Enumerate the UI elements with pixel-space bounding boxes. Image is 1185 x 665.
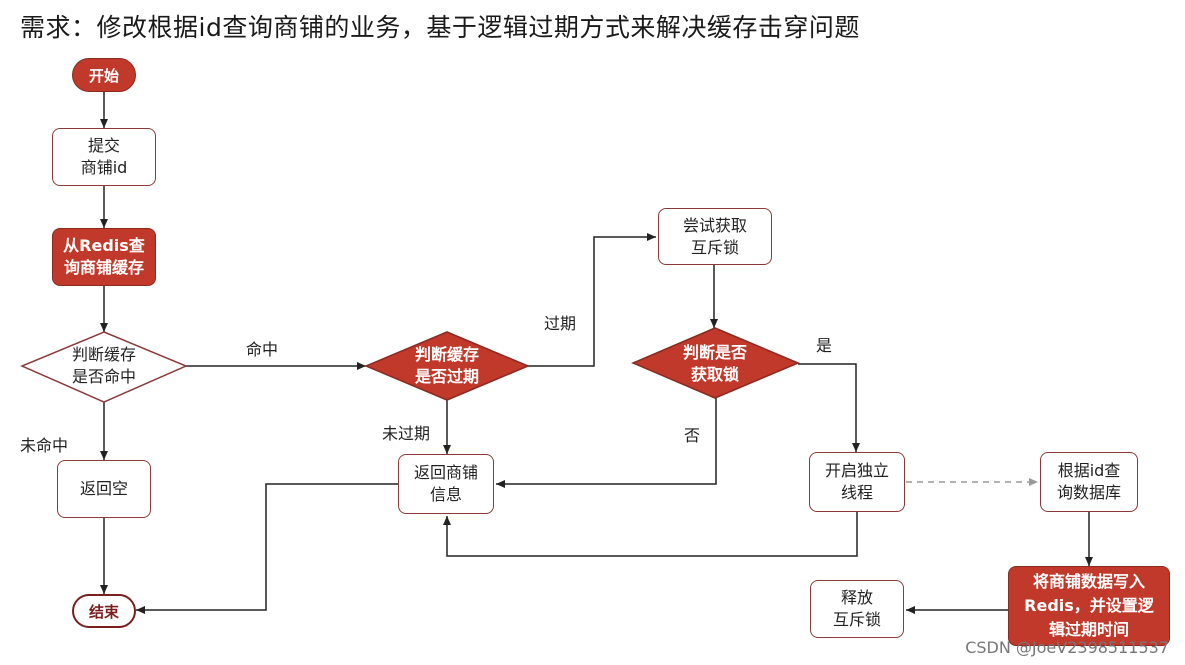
- write-redis-line-3: 辑过期时间: [1048, 620, 1129, 639]
- query-redis-box: 从Redis查 询商铺缓存: [52, 228, 156, 286]
- check-expired-label: 判断缓存 是否过期: [392, 340, 502, 392]
- write-redis-line-1: 将商铺数据写入: [1032, 572, 1145, 591]
- start-node-label: 开始: [88, 66, 119, 85]
- csdn-watermark: CSDN @JoeV2398511537: [965, 638, 1169, 657]
- check-hit-line-1: 判断缓存: [71, 345, 136, 364]
- start-node: 开始: [72, 58, 136, 92]
- check-lock-line-1: 判断是否: [682, 343, 747, 362]
- release-lock-line-2: 互斥锁: [832, 610, 881, 629]
- new-thread-box: 开启独立 线程: [809, 452, 905, 512]
- write-redis-box: 将商铺数据写入 Redis，并设置逻 辑过期时间: [1008, 566, 1170, 646]
- return-shop-info-box: 返回商铺 信息: [398, 454, 494, 514]
- submit-line-1: 提交: [87, 136, 120, 155]
- try-lock-box: 尝试获取 互斥锁: [658, 208, 772, 265]
- check-hit-label: 判断缓存 是否命中: [40, 340, 168, 392]
- submit-line-2: 商铺id: [80, 158, 128, 177]
- edge-yes: [798, 363, 860, 452]
- end-node: 结束: [72, 594, 136, 628]
- page-title: 需求：修改根据id查询商铺的业务，基于逻辑过期方式来解决缓存击穿问题: [20, 13, 860, 42]
- query-db-box: 根据id查 询数据库: [1040, 452, 1138, 512]
- end-node-label: 结束: [88, 602, 119, 621]
- try-lock-line-2: 互斥锁: [690, 237, 739, 257]
- new-thread-line-1: 开启独立: [824, 461, 889, 480]
- write-redis-line-2: Redis，并设置逻: [1024, 596, 1154, 615]
- edge-label-expired: 过期: [544, 314, 577, 333]
- check-expired-line-2: 是否过期: [414, 367, 479, 386]
- edge-label-no: 否: [684, 426, 701, 445]
- query-db-line-2: 询数据库: [1056, 483, 1121, 502]
- submit-shop-id-box: 提交 商铺id: [52, 128, 156, 186]
- edge-thread-return: [443, 512, 858, 557]
- return-info-line-2: 信息: [429, 485, 462, 504]
- check-expired-line-1: 判断缓存: [414, 345, 479, 364]
- edge-return-end: [136, 483, 398, 614]
- query-redis-line-2: 询商铺缓存: [63, 258, 144, 277]
- release-lock-line-1: 释放: [840, 588, 873, 607]
- query-redis-line-1: 从Redis查: [63, 236, 145, 255]
- return-empty-label: 返回空: [79, 479, 128, 498]
- new-thread-line-2: 线程: [840, 483, 873, 502]
- check-lock-label: 判断是否 获取锁: [660, 338, 770, 390]
- edge-label-yes: 是: [816, 336, 833, 355]
- check-lock-diamond: [631, 327, 800, 399]
- release-lock-box: 释放 互斥锁: [810, 580, 904, 638]
- query-db-line-1: 根据id查: [1057, 461, 1121, 480]
- check-hit-diamond: [20, 331, 188, 403]
- return-info-line-1: 返回商铺: [413, 463, 478, 482]
- edge-expired: [528, 233, 656, 367]
- edge-label-miss: 未命中: [20, 436, 69, 455]
- edge-no: [496, 396, 717, 488]
- check-lock-line-2: 获取锁: [690, 365, 739, 384]
- try-lock-line-1: 尝试获取: [682, 215, 747, 235]
- edge-label-not-expired: 未过期: [382, 424, 431, 443]
- check-expired-diamond: [364, 331, 530, 401]
- check-hit-line-2: 是否命中: [71, 367, 136, 386]
- return-empty-box: 返回空: [57, 460, 151, 518]
- edge-label-hit: 命中: [246, 340, 279, 359]
